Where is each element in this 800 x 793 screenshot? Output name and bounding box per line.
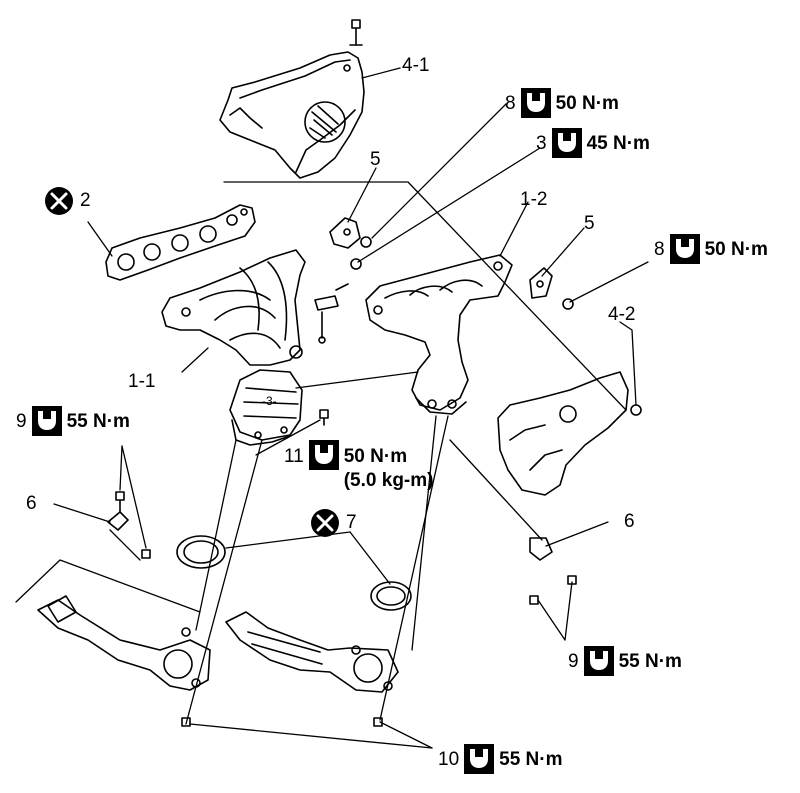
nut-8-rear <box>562 298 574 310</box>
non-reusable-x-icon <box>311 509 339 537</box>
torque-value: 50 N·m <box>704 238 768 260</box>
wrench-icon <box>669 234 700 264</box>
torque-item-number: 10 <box>438 748 460 770</box>
label-gasket-front: 2 <box>80 190 91 211</box>
torque-value: 55 N·m <box>66 410 130 432</box>
torque-item-number: 8 <box>505 92 516 114</box>
torque-value: 50 N·m <box>555 92 619 114</box>
bracket-front-5 <box>329 217 361 249</box>
wrench-icon <box>31 406 62 436</box>
wrench-icon <box>583 646 614 676</box>
gasket-front-callout: 2 <box>44 186 91 216</box>
label-heat-protector-lower: 4-2 <box>608 304 636 325</box>
torque-item-number: 11 <box>284 446 304 467</box>
nut-3 <box>350 258 362 270</box>
leader-lines <box>15 67 649 749</box>
svg-text:-3-: -3- <box>262 394 277 408</box>
torque-item-number: 9 <box>16 410 27 432</box>
gasket-ring-callout: 7 <box>310 508 357 538</box>
non-reusable-x-icon <box>45 187 73 215</box>
small-bolts <box>107 409 577 727</box>
torque-callout-10: 10 55 N·m <box>438 744 563 774</box>
exhaust-manifold-front: -3- <box>161 249 306 446</box>
gasket-ring-1 <box>176 535 226 569</box>
torque-callout-3: 3 45 N·m <box>536 128 650 158</box>
nut-8-front <box>360 236 372 248</box>
torque-callout-8-top: 8 50 N·m <box>505 88 619 118</box>
front-exhaust-pipe-left <box>37 595 211 691</box>
wrench-icon <box>551 128 582 158</box>
torque-value: 50 N·m <box>343 446 408 467</box>
wrench-icon <box>520 88 551 118</box>
torque-item-number: 3 <box>536 132 547 154</box>
label-bracket-rear: 5 <box>584 213 595 234</box>
wrench-icon <box>464 744 495 774</box>
torque-value: 45 N·m <box>586 132 650 154</box>
heat-protector-lower <box>497 371 642 496</box>
exhaust-manifold-rear <box>365 254 513 415</box>
torque-callout-8-right: 8 50 N·m <box>654 234 768 264</box>
gasket-ring-2 <box>370 581 412 611</box>
bracket-rear-5 <box>529 267 553 299</box>
label-gasket-ring: 7 <box>346 512 357 533</box>
label-nut-rear: 6 <box>624 511 635 532</box>
torque-value: 55 N·m <box>618 650 682 672</box>
heat-protector-upper <box>219 51 365 179</box>
label-exhaust-manifold-rear: 1-2 <box>520 189 548 210</box>
torque-callout-11: 11 50 N·m (5.0 kg-m) <box>284 440 433 490</box>
torque-value: 55 N·m <box>499 748 563 770</box>
torque-item-number: 9 <box>568 650 579 672</box>
gasket-front <box>105 204 256 281</box>
front-exhaust-pipe-right <box>225 611 399 693</box>
label-heat-protector-upper: 4-1 <box>402 55 430 76</box>
torque-value-kgm: (5.0 kg-m) <box>343 470 434 491</box>
torque-callout-9-left: 9 55 N·m <box>16 406 130 436</box>
wrench-icon <box>308 440 339 470</box>
label-nut-front: 6 <box>26 493 37 514</box>
label-bracket-front: 5 <box>370 149 381 170</box>
bolt-top <box>349 19 363 46</box>
label-exhaust-manifold-front: 1-1 <box>128 371 156 392</box>
oxygen-sensor <box>314 283 349 344</box>
torque-callout-9-right: 9 55 N·m <box>568 646 682 676</box>
torque-item-number: 8 <box>654 238 665 260</box>
